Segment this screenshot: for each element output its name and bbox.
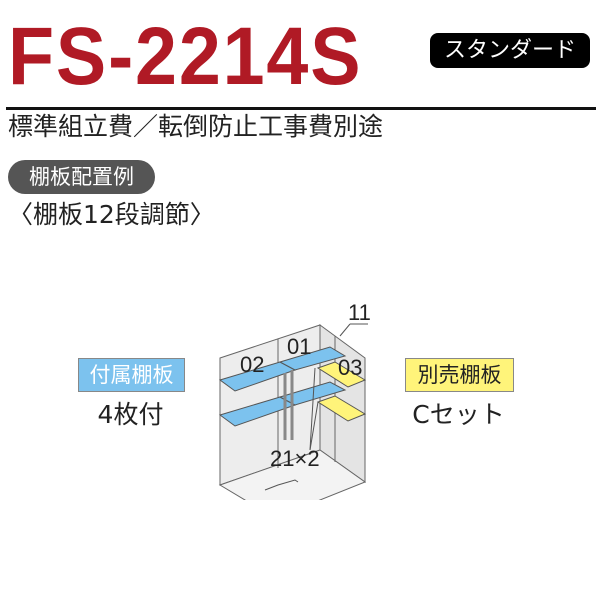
model-title: FS-2214S — [8, 11, 363, 102]
label-21x2: 21×2 — [270, 446, 320, 471]
included-shelf-label: 付属棚板 — [78, 358, 185, 392]
shelf-03-upper — [316, 361, 367, 388]
shelf-01 — [278, 346, 347, 371]
section-pill: 棚板配置例 — [8, 160, 155, 194]
floor — [218, 449, 367, 500]
label-02: 02 — [240, 352, 264, 377]
shelf-info: 〈棚板12段調節〉 — [8, 200, 215, 229]
optional-shelf-count: Cセット — [412, 400, 505, 429]
shelf-03-lower — [316, 395, 367, 422]
cost-note: 標準組立費／転倒防止工事費別途 — [8, 112, 384, 141]
shelf-layout-diagram: 02 01 03 11 21×2 — [218, 300, 371, 500]
divider — [6, 107, 596, 110]
grade-badge: スタンダード — [430, 33, 590, 68]
label-03: 03 — [338, 355, 362, 380]
label-01: 01 — [287, 334, 311, 359]
label-11: 11 — [348, 300, 371, 325]
included-shelf-count: 4枚付 — [97, 400, 164, 429]
optional-shelf-label: 別売棚板 — [405, 358, 514, 392]
shelf-lower-right — [278, 381, 347, 406]
